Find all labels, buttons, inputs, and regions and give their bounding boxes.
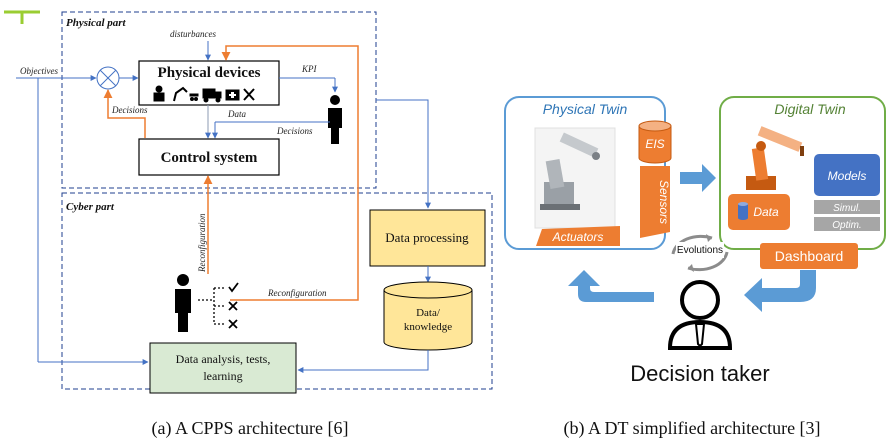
decision-taker-icon <box>667 280 733 350</box>
left-caption: (a) A CPPS architecture [6] <box>152 418 349 439</box>
tools-icon <box>243 88 255 101</box>
physical-part-title: Physical part <box>66 17 127 29</box>
cyber-part-title: Cyber part <box>66 201 115 213</box>
objectives-label: Objectives <box>20 66 58 76</box>
models-box: Models <box>814 154 880 196</box>
actuators-label: Actuators <box>552 230 604 244</box>
sensors-label: Sensors <box>657 180 671 224</box>
kpi-label: KPI <box>301 64 318 74</box>
robot-arm-icon <box>173 86 188 102</box>
decisions-right-label: Decisions <box>276 126 313 136</box>
first-aid-icon <box>225 89 240 101</box>
physical-devices-label: Physical devices <box>158 65 261 81</box>
dashboard-box: Dashboard <box>760 243 858 269</box>
logo-mark <box>4 10 40 24</box>
pt-to-dt-arrow <box>680 164 716 192</box>
data-knowledge-line1: Data/ <box>416 307 441 319</box>
dt-data-box: Data <box>728 194 790 230</box>
decisions-left-label: Decisions <box>111 105 148 115</box>
optim-box: Optim. <box>814 217 880 231</box>
disturbances-label: disturbances <box>170 29 216 39</box>
dashboard-label: Dashboard <box>775 248 844 264</box>
control-system-label: Control system <box>161 150 258 166</box>
physical-devices-box: Physical devices <box>138 60 280 106</box>
data-processing-box: Data processing <box>369 209 486 267</box>
analysis-line1: Data analysis, tests, <box>176 352 271 366</box>
models-label: Models <box>828 169 867 183</box>
simul-label: Simul. <box>833 203 861 214</box>
conveyor-icon <box>189 93 199 101</box>
user-to-pt-arrow <box>568 270 654 302</box>
truck-icon <box>202 88 222 103</box>
data-processing-label: Data processing <box>385 230 469 245</box>
dashboard-to-user-arrow <box>744 270 816 312</box>
data-knowledge-line2: knowledge <box>404 321 452 333</box>
simul-box: Simul. <box>814 200 880 214</box>
physical-robot-icon <box>534 127 616 229</box>
devices-icons <box>153 85 255 103</box>
dt-diagram: Physical Twin EIS Sensors Actuators <box>504 96 886 439</box>
data-knowledge-cylinder: Data/ knowledge <box>383 281 473 351</box>
optim-label: Optim. <box>832 220 861 231</box>
sensors-box: Sensors <box>640 166 671 238</box>
eis-label: EIS <box>645 137 664 151</box>
cpps-diagram: Physical part Cyber part Objectives dist… <box>4 10 493 439</box>
eis-cylinder: EIS <box>638 120 672 164</box>
reconfiguration-horizontal-label: Reconfiguration <box>267 288 327 298</box>
digital-twin-title: Digital Twin <box>774 101 846 117</box>
summing-junction <box>96 66 120 90</box>
physical-twin-title: Physical Twin <box>543 101 628 117</box>
evolutions-label: Evolutions <box>677 245 723 256</box>
digital-robot-icon <box>746 126 804 190</box>
decision-taker-label: Decision taker <box>630 361 769 386</box>
data-analysis-box: Data analysis, tests, learning <box>149 342 297 394</box>
person-icon-top <box>328 95 342 144</box>
right-caption: (b) A DT simplified architecture [3] <box>563 418 820 439</box>
dt-data-label: Data <box>753 205 779 219</box>
person-icon-bottom <box>175 274 191 332</box>
reconfiguration-vertical-label: Reconfiguration <box>197 213 207 273</box>
control-system-box: Control system <box>138 138 280 176</box>
evolutions-cycle: Evolutions <box>671 234 729 272</box>
data-label: Data <box>227 109 247 119</box>
worker-icon <box>153 85 165 102</box>
actuators-box: Actuators <box>536 226 620 246</box>
checklist-icon <box>198 282 239 329</box>
analysis-line2: learning <box>203 369 242 383</box>
